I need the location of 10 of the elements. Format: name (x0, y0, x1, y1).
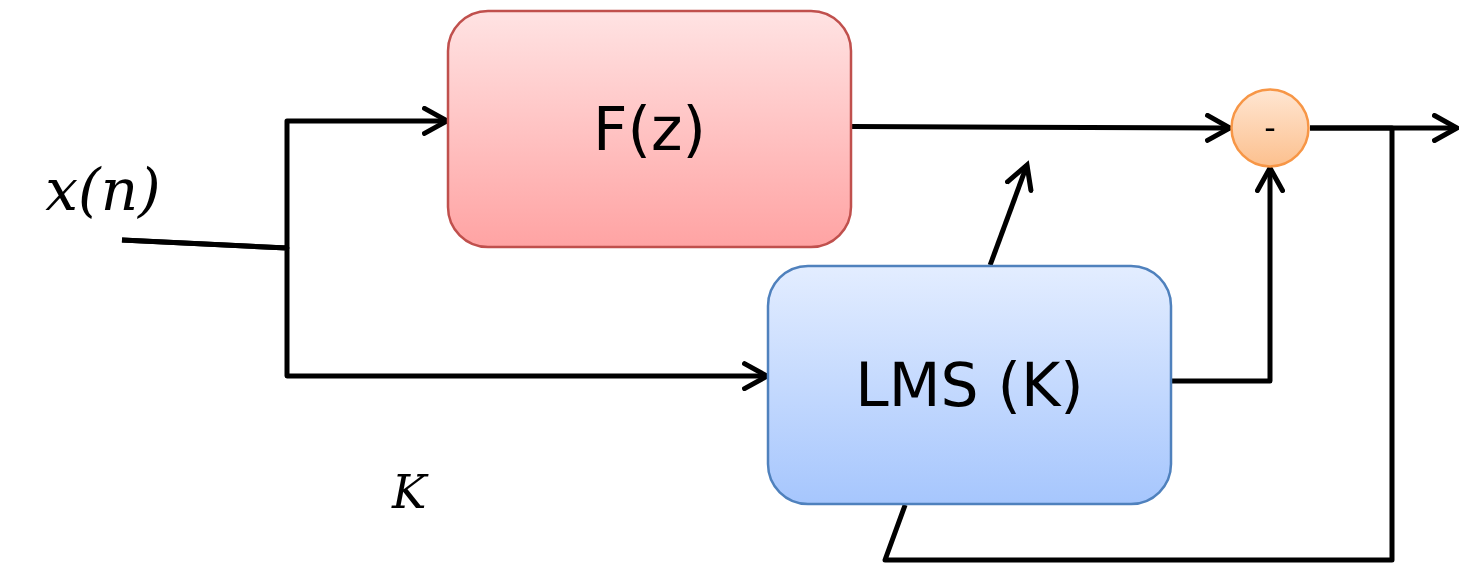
arrow (987, 162, 1034, 266)
feedback-line (882, 125, 1395, 563)
signal-label: x(n) (45, 156, 161, 224)
block-label: F(z) (593, 94, 706, 164)
filter-block (446, 9, 853, 249)
block-label: LMS (K) (855, 350, 1084, 420)
adaptive-filter-block (766, 264, 1173, 506)
upper-limit-label: K (392, 465, 427, 519)
operator-sign: - (1264, 109, 1276, 147)
subtractor-circle (1230, 88, 1310, 168)
